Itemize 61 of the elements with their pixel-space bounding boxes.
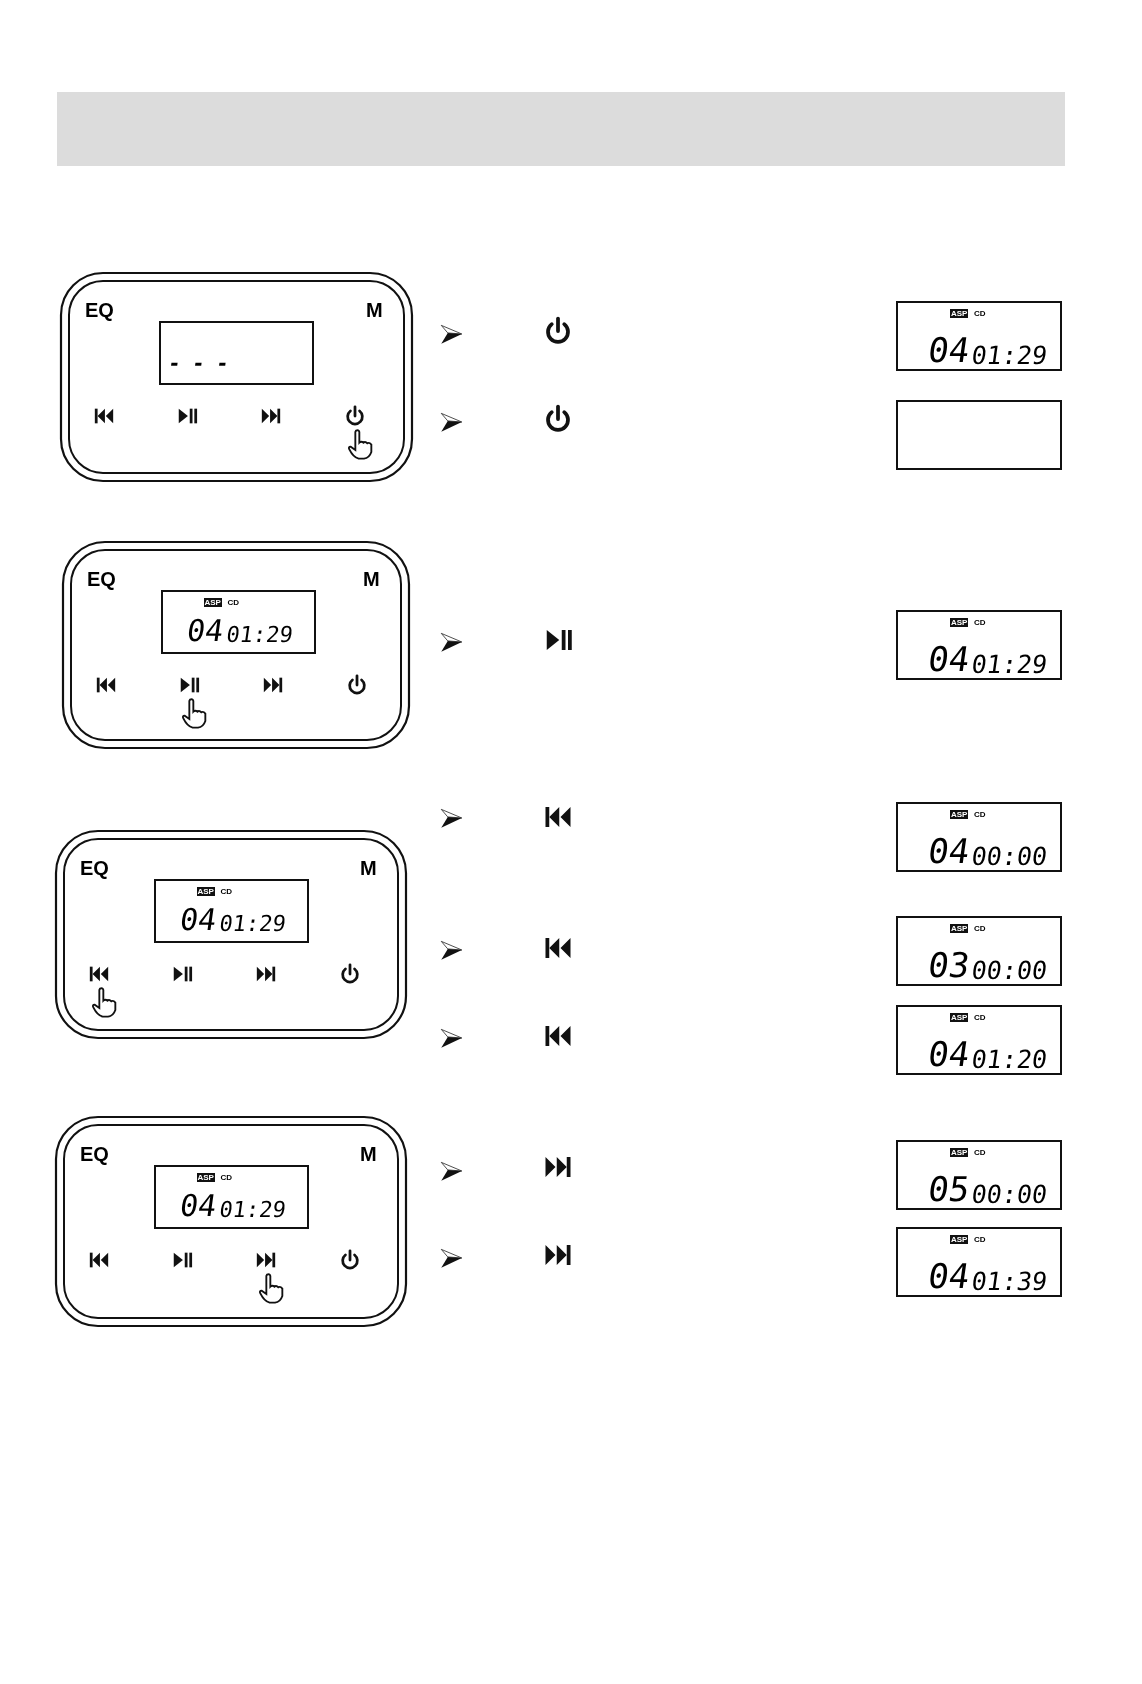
lcd-digits: 04 [185,616,226,646]
key-label: EQ [85,299,114,321]
lcd-digits: 01:29 [218,1199,288,1221]
lcd-indicator: ASP [950,1148,969,1157]
lcd-indicator: CD [974,810,986,819]
lcd-indicator: ASP [950,810,969,819]
lcd-indicator: CD [220,1173,233,1182]
lcd-indicator: CD [227,598,240,607]
lcd-digits: 00:00 [970,958,1049,983]
display-screen [896,916,1062,986]
lcd-digits: 01:29 [218,913,288,935]
lcd-screen [161,590,316,654]
lcd-indicator: CD [974,1235,986,1244]
lcd-screen [154,879,309,943]
lcd-digits: 05 [926,1172,972,1206]
lcd-digits: 00:00 [970,844,1049,869]
lcd-indicator: CD [974,1148,986,1157]
display-screen [896,1227,1062,1297]
key-label: M [360,1143,377,1165]
display-screen [896,1005,1062,1075]
lcd-digits: 01:20 [970,1047,1049,1072]
lcd-indicator: ASP [203,598,222,607]
lcd-digits: 04 [178,1191,219,1221]
lcd-indicator: ASP [950,924,969,933]
lcd-digits: 01:39 [970,1269,1049,1294]
lcd-digits: 04 [178,905,219,935]
lcd-screen [159,321,314,385]
lcd-indicator: ASP [196,887,215,896]
lcd-indicator: CD [974,1013,986,1022]
lcd-digits: - - - [167,353,231,373]
lcd-digits: 01:29 [225,624,295,646]
display-screen [896,1140,1062,1210]
lcd-digits: 04 [926,1037,972,1071]
lcd-indicator: CD [220,887,233,896]
lcd-digits: 04 [926,642,972,676]
key-label: M [360,857,377,879]
lcd-digits: 03 [926,948,972,982]
key-label: EQ [80,857,109,879]
lcd-indicator: CD [974,618,986,627]
lcd-indicator: CD [974,309,986,318]
lcd-indicator: ASP [950,309,969,318]
lcd-indicator: ASP [950,618,969,627]
display-screen [896,400,1062,470]
display-screen [896,802,1062,872]
lcd-digits: 04 [926,1259,972,1293]
lcd-digits: 04 [926,834,972,868]
key-label: M [366,299,383,321]
lcd-indicator: CD [974,924,986,933]
lcd-digits: 04 [926,333,972,367]
lcd-indicator: ASP [950,1013,969,1022]
lcd-indicator: ASP [950,1235,969,1244]
lcd-digits: 00:00 [970,1182,1049,1207]
lcd-digits: 01:29 [970,652,1049,677]
lcd-digits: 01:29 [970,343,1049,368]
lcd-screen [154,1165,309,1229]
key-label: EQ [87,568,116,590]
key-label: EQ [80,1143,109,1165]
key-label: M [363,568,380,590]
display-screen [896,610,1062,680]
lcd-indicator: ASP [196,1173,215,1182]
display-screen [896,301,1062,371]
